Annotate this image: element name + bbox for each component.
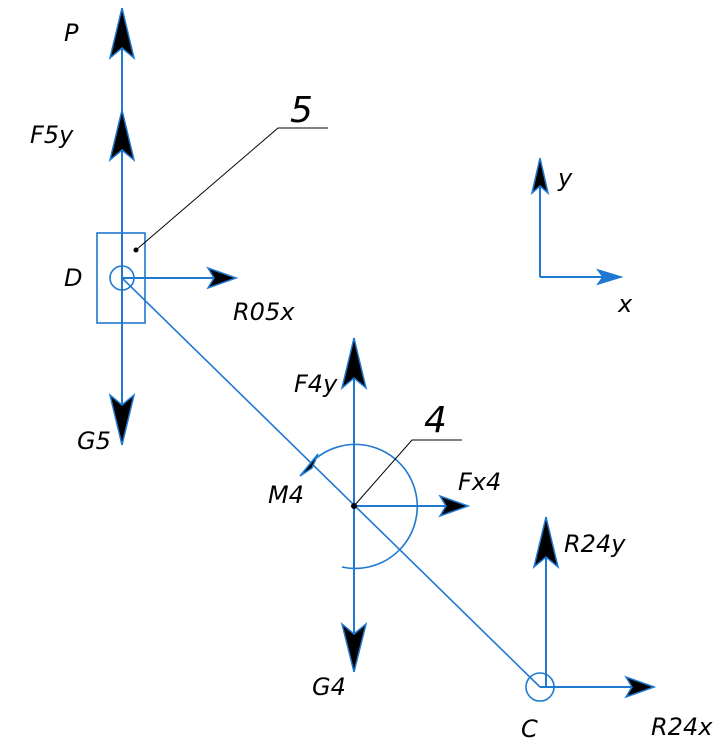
label-g4: G4 — [312, 673, 346, 701]
force-fx4-arrow — [438, 494, 471, 518]
label-fx4: Fx4 — [458, 468, 501, 496]
axis-y-arrow — [530, 157, 550, 196]
moment-m4-arrowhead — [299, 453, 319, 477]
label-part-5: 5 — [290, 90, 313, 131]
label-m4: M4 — [268, 481, 304, 509]
label-g5: G5 — [77, 427, 111, 455]
label-d: D — [64, 264, 82, 292]
label-axis-y: y — [557, 164, 573, 192]
label-r05x: R05x — [233, 298, 295, 326]
label-p: P — [64, 19, 79, 47]
force-g5-arrow — [108, 392, 136, 446]
force-f4y-arrow — [340, 337, 368, 391]
label-r24y: R24y — [564, 530, 626, 558]
force-r05x-arrow — [206, 266, 239, 290]
leader-4 — [353, 439, 462, 507]
axis-x-arrow — [596, 268, 624, 286]
label-f5y: F5y — [30, 121, 74, 149]
force-f5y-arrow — [108, 109, 136, 163]
force-r24x-arrow — [624, 675, 657, 699]
label-r24x: R24x — [651, 713, 713, 741]
force-p-arrow — [108, 7, 136, 61]
label-c: C — [521, 715, 538, 743]
joint-c — [525, 672, 555, 702]
label-part-4: 4 — [424, 400, 447, 441]
leader-5-dot — [133, 247, 139, 253]
link-dc — [121, 277, 541, 688]
force-g4-arrow — [340, 621, 368, 673]
force-r24y-arrow — [532, 516, 560, 570]
label-f4y: F4y — [294, 370, 338, 398]
moment-m4-arc — [311, 443, 419, 570]
leader-5 — [135, 127, 328, 251]
label-axis-x: x — [617, 290, 633, 318]
